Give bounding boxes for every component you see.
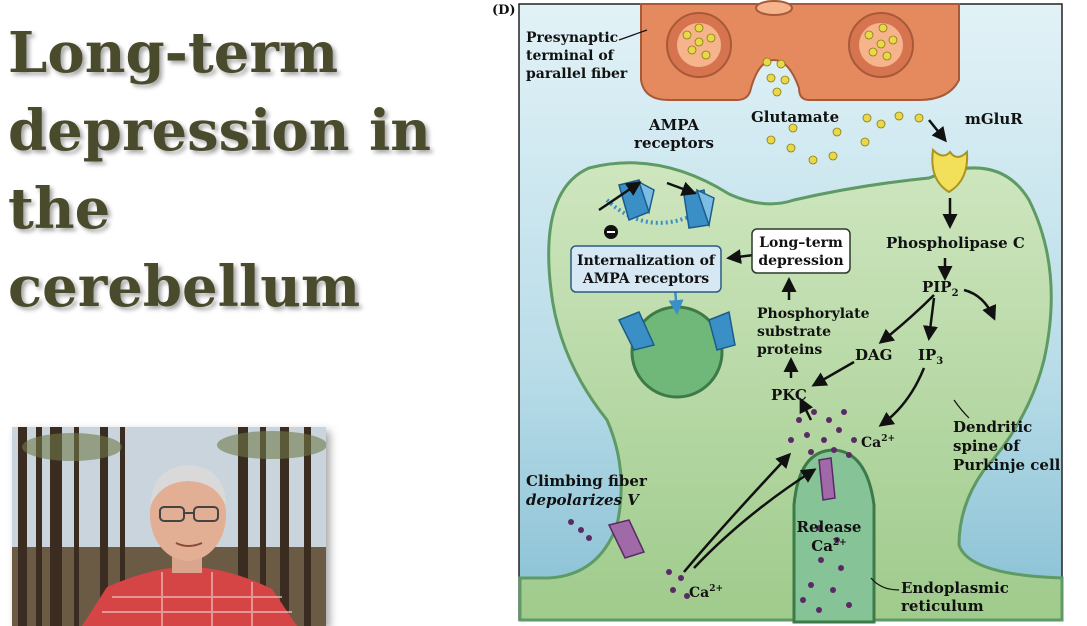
svg-text:Dendritic: Dendritic bbox=[953, 418, 1032, 436]
svg-text:substrate: substrate bbox=[757, 324, 831, 340]
dendritic-label: Dendritic spine of Purkinje cell bbox=[953, 418, 1061, 474]
mglur-receptor bbox=[931, 147, 969, 194]
svg-text:receptors: receptors bbox=[634, 134, 714, 152]
ip3-label: IP3 bbox=[918, 346, 943, 367]
release-label: Release Ca2+ bbox=[797, 518, 862, 555]
svg-text:depolarizes V: depolarizes V bbox=[526, 491, 640, 509]
presynaptic-label: Presynaptic terminal of parallel fiber bbox=[526, 30, 628, 82]
internalization-box bbox=[570, 245, 722, 293]
slide-title: Long-term depression in the cerebellum bbox=[8, 14, 478, 326]
svg-text:proteins: proteins bbox=[757, 342, 822, 358]
svg-text:Endoplasmic: Endoplasmic bbox=[901, 579, 1009, 597]
dag-label: DAG bbox=[855, 346, 892, 364]
mglur-label: mGluR bbox=[965, 110, 1023, 128]
svg-text:Climbing fiber: Climbing fiber bbox=[526, 472, 648, 490]
internalization-label: Internalization of AMPA receptors bbox=[577, 253, 716, 287]
svg-text:Long–term: Long–term bbox=[759, 235, 843, 251]
presenter-video[interactable] bbox=[12, 427, 326, 626]
svg-text:Phosphorylate: Phosphorylate bbox=[757, 306, 870, 322]
presenter-image bbox=[12, 427, 326, 626]
svg-text:Purkinje cell: Purkinje cell bbox=[953, 456, 1061, 474]
ampa-label: AMPA receptors bbox=[634, 116, 714, 152]
glutamate-label: Glutamate bbox=[751, 108, 839, 126]
climbing-label: Climbing fiber depolarizes V bbox=[526, 472, 648, 509]
svg-text:parallel fiber: parallel fiber bbox=[526, 66, 628, 82]
panel-label: (D) bbox=[492, 3, 516, 18]
svg-text:terminal of: terminal of bbox=[526, 48, 615, 64]
svg-text:reticulum: reticulum bbox=[901, 597, 984, 615]
svg-text:Ca2+: Ca2+ bbox=[811, 537, 846, 555]
svg-text:Internalization of: Internalization of bbox=[577, 253, 716, 269]
er-label: Endoplasmic reticulum bbox=[901, 579, 1009, 615]
ltd-diagram-svg: (D) Presynaptic terminal of parallel fib… bbox=[492, 0, 1064, 624]
svg-text:spine of: spine of bbox=[953, 437, 1021, 455]
ltd-diagram: (D) Presynaptic terminal of parallel fib… bbox=[489, 0, 1064, 624]
pkc-label: PKC bbox=[771, 386, 807, 404]
svg-text:depression: depression bbox=[758, 253, 843, 269]
svg-text:AMPA receptors: AMPA receptors bbox=[582, 271, 709, 287]
svg-text:Presynaptic: Presynaptic bbox=[526, 30, 618, 46]
ca-lower-label: Ca2+ bbox=[689, 584, 723, 601]
phosphorylate-label: Phosphorylate substrate proteins bbox=[757, 306, 870, 358]
phospholipase-label: Phospholipase C bbox=[886, 234, 1025, 252]
ltd-box bbox=[751, 228, 851, 274]
title-line-1: Long-term bbox=[8, 20, 339, 86]
title-line-2: depression in bbox=[8, 98, 431, 164]
svg-text:AMPA: AMPA bbox=[648, 116, 699, 134]
ca-upper-label: Ca2+ bbox=[861, 434, 895, 451]
ltd-label: Long–term depression bbox=[758, 235, 843, 269]
svg-text:Release: Release bbox=[797, 518, 862, 536]
pip2-label: PIP2 bbox=[922, 278, 959, 299]
title-line-3: the cerebellum bbox=[8, 176, 361, 320]
